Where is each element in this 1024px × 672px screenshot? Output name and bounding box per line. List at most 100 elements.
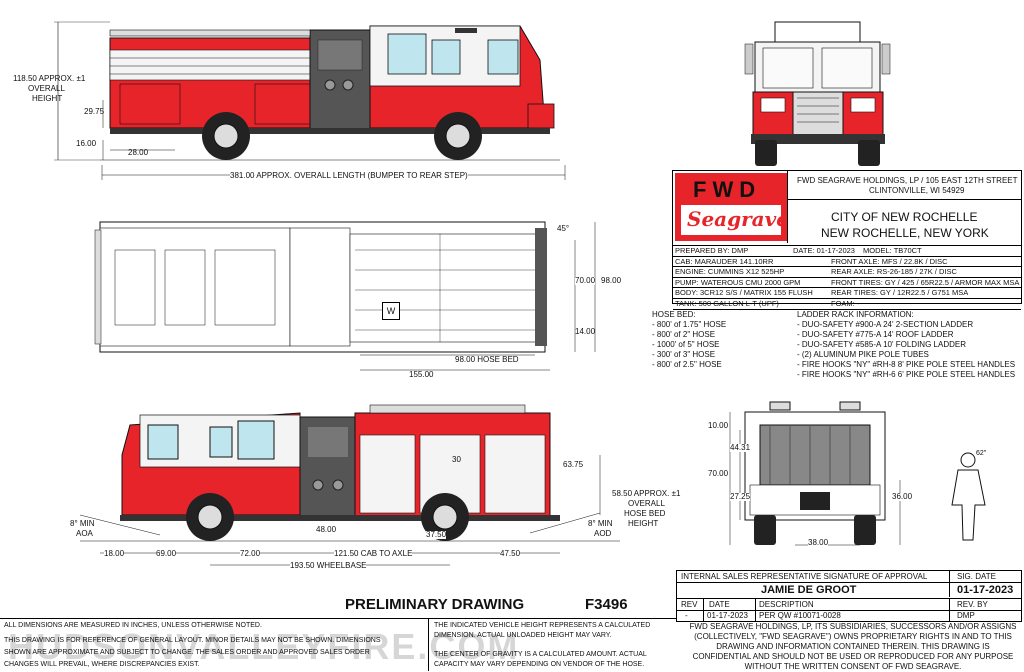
brand-logo: FWD Seagrave (675, 173, 789, 241)
spec-row: CAB: MARAUDER 141.10RR FRONT AXLE: MFS / … (673, 257, 1021, 268)
rear-view: 10.00 44.31 70.00 27.25 36.00 38.00 62" (700, 400, 1010, 550)
dim-30: 30 (452, 455, 461, 464)
spec-left: PUMP: WATEROUS CMU 2000 GPM (675, 277, 801, 287)
dim-70: 70.00 (575, 276, 596, 285)
spec-left: PREPARED BY: DMP (675, 246, 749, 255)
overall-height-label-3: HEIGHT (32, 94, 63, 103)
hose-item: - 1000' of 5" HOSE (652, 340, 720, 349)
address-line-2: CLINTONVILLE, WI 54929 (869, 186, 965, 195)
hose-item: - 800' of 2.5" HOSE (652, 360, 722, 369)
ladder-item: - DUO-SAFETY #775-A 14' ROOF LADDER (797, 330, 954, 339)
rear-dim-36: 36.00 (892, 492, 913, 501)
spec-row: PREPARED BY: DMP DATE: 01-17-2023 MODEL: T… (673, 246, 1021, 257)
rear-dim-44-31: 44.31 (730, 443, 751, 452)
spec-row: ENGINE: CUMMINS X12 525HP REAR AXLE: RS-2… (673, 267, 1021, 278)
dim-63-75: 63.75 (563, 460, 584, 469)
ladder-item: - FIRE HOOKS "NY" #RH-8 8' PIKE POLE STE… (797, 360, 1016, 369)
hose-bed-height-4: HEIGHT (628, 519, 659, 528)
side-view-top-drawing (54, 21, 566, 180)
spec-right: MODEL: TB70CT (863, 246, 922, 255)
logo-fwd: FWD (693, 177, 762, 202)
note-cog-b: CAPACITY MAY VARY DEPENDING ON VENDOR OF… (434, 661, 645, 668)
ladder-item: - DUO-SAFETY #900-A 24' 2-SECTION LADDER (797, 320, 974, 329)
watermark: HUDSONVALLEYFIRE.COM (8, 626, 520, 667)
front-view-drawing (744, 21, 891, 166)
title-block: FWD Seagrave FWD SEAGRAVE HOLDINGS, LP /… (672, 170, 1022, 310)
aod-label-1: 8° MIN (588, 519, 613, 528)
dim-98: 98.00 (601, 276, 622, 285)
ladder-item: - FIRE HOOKS "NY" #RH-6 6' PIKE POLE STE… (797, 370, 1016, 379)
aoa-label-2: AOA (76, 529, 93, 538)
wheelbase: 193.50 WHEELBASE (290, 561, 367, 570)
spec-right: FRONT AXLE: MFS / 22.8K / DISC (831, 256, 948, 266)
note-layout-c: CHANGES WILL PREVAIL, WHERE DISCREPANCIE… (4, 661, 200, 668)
spec-left: BODY: 3CR12 S/S / MATRIX 155 FLUSH (675, 288, 813, 298)
rear-view-drawing (729, 401, 986, 546)
dim-16-00: 16.00 (76, 139, 97, 148)
hose-bed-heading: HOSE BED: (652, 310, 696, 319)
hose-item: - 800' of 1.75" HOSE (652, 320, 727, 329)
legal-notice: FWD SEAGRAVE HOLDINGS, LP, ITS SUBSIDIAR… (689, 622, 1017, 671)
dim-28-00: 28.00 (128, 148, 149, 157)
dim-155: 155.00 (409, 370, 434, 379)
spec-row: TANK: 500 GALLON L-T (UPF) FOAM: - (673, 299, 1021, 310)
spec-table: PREPARED BY: DMP DATE: 01-17-2023 MODEL: T… (673, 246, 1021, 310)
dim-37-5: 37.50 (426, 530, 447, 539)
description-col-header: DESCRIPTION (759, 600, 814, 609)
dim-45: 45° (557, 224, 570, 233)
hose-item: - 800' of 2" HOSE (652, 330, 716, 339)
spec-right: REAR TIRES: GY / 12R22.5 / G751 MSA (831, 288, 969, 298)
approval-block: INTERNAL SALES REPRESENTATIVE SIGNATURE … (676, 570, 1022, 622)
hose-item: - 300' of 3" HOSE (652, 350, 716, 359)
ladder-list: LADDER RACK INFORMATION: - DUO-SAFETY #9… (797, 310, 1022, 380)
hose-bed-list: HOSE BED: - 800' of 1.75" HOSE- 800' of … (652, 310, 792, 370)
spec-row: BODY: 3CR12 S/S / MATRIX 155 FLUSH REAR T… (673, 288, 1021, 299)
rev-description-value: PER QW #10071-0028 (759, 611, 841, 620)
overall-height-label-2: OVERALL (28, 84, 65, 93)
aoa-label-1: 8° MIN (70, 519, 95, 528)
plan-view: W 45° 70.00 98.00 14.00 98.00 HOSE BED 1… (94, 210, 640, 380)
dim-48: 48.00 (316, 525, 337, 534)
side-view-top: 118.50 APPROX. ±1 OVERALL HEIGHT 29.75 1… (0, 0, 640, 190)
signature-label: INTERNAL SALES REPRESENTATIVE SIGNATURE … (681, 572, 928, 581)
dim-72: 72.00 (240, 549, 261, 558)
rev-date-value: 01-17-2023 (707, 611, 748, 620)
spec-right: FOAM: - (831, 298, 860, 308)
hose-bed-height-3: HOSE BED (624, 509, 666, 518)
ladder-heading: LADDER RACK INFORMATION: (797, 310, 914, 319)
dim-47-5: 47.50 (500, 549, 521, 558)
front-view (744, 14, 891, 166)
drawing-number: F3496 (585, 596, 628, 613)
rear-dim-10: 10.00 (708, 421, 729, 430)
note-layout-b: SHOWN ARE APPROXIMATE AND SUBJECT TO CHA… (4, 649, 370, 656)
spec-left: TANK: 500 GALLON L-T (UPF) (675, 298, 779, 308)
dim-14: 14.00 (575, 327, 596, 336)
hose-bed-height-2: OVERALL (628, 499, 665, 508)
spec-mid: DATE: 01-17-2023 (793, 246, 855, 255)
spec-right: REAR AXLE: RS-26-185 / 27K / DISC (831, 267, 957, 277)
customer-line-2: NEW ROCHELLE, NEW YORK (821, 226, 989, 240)
rear-dim-27-25: 27.25 (730, 492, 751, 501)
dim-18: 18.00 (104, 549, 125, 558)
spec-left: CAB: MARAUDER 141.10RR (675, 256, 774, 266)
dim-29-75: 29.75 (84, 107, 105, 116)
hose-bed-length: 98.00 HOSE BED (455, 355, 519, 364)
note-dimensions: ALL DIMENSIONS ARE MEASURED IN INCHES, U… (4, 622, 262, 629)
side-view-bottom-drawing (79, 404, 620, 566)
date-col-header: DATE (709, 600, 730, 609)
rev-value: - (685, 611, 688, 620)
plan-view-drawing (94, 221, 596, 371)
ladder-item: - DUO-SAFETY #585-A 10' FOLDING LADDER (797, 340, 966, 349)
spec-right: FRONT TIRES: GY / 425 / 65R22.5 / ARMOR … (831, 277, 1020, 287)
customer-line-1: CITY OF NEW ROCHELLE (831, 210, 978, 224)
cab-to-axle: 121.50 CAB TO AXLE (334, 549, 413, 558)
rear-dim-70: 70.00 (708, 469, 729, 478)
spec-left: ENGINE: CUMMINS X12 525HP (675, 267, 785, 277)
hose-bed-height-1: 58.50 APPROX. ±1 (612, 489, 681, 498)
dim-69: 69.00 (156, 549, 177, 558)
rear-dim-38: 38.00 (808, 538, 829, 547)
overall-length-label: 381.00 APPROX. OVERALL LENGTH (BUMPER TO… (230, 171, 468, 180)
rev-by-value: DMP (957, 611, 975, 620)
note-layout-a: THIS DRAWING IS FOR REFERENCE OF GENERAL… (4, 637, 381, 644)
aod-label-2: AOD (594, 529, 612, 538)
